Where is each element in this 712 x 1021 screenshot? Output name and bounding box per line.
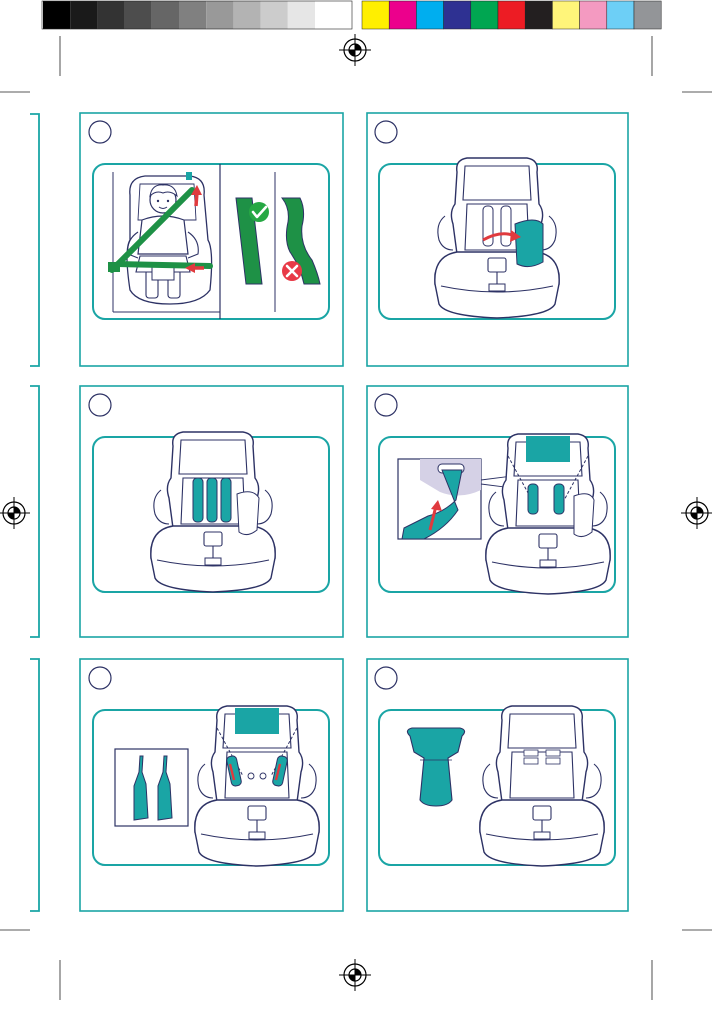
gray-swatches <box>43 1 342 29</box>
gray-swatch <box>97 1 124 29</box>
registration-mark-bottom <box>339 959 371 991</box>
color-swatch <box>580 1 607 29</box>
step-circle-icon <box>375 394 397 416</box>
color-swatch <box>552 1 579 29</box>
gray-swatch <box>125 1 152 29</box>
color-swatch <box>444 1 471 29</box>
panel-step-5 <box>80 659 343 911</box>
gray-swatch <box>43 1 70 29</box>
step-circle-icon <box>375 121 397 143</box>
gray-swatch <box>206 1 233 29</box>
gray-swatch <box>261 1 288 29</box>
gray-swatch <box>233 1 260 29</box>
registration-mark-left <box>0 497 30 529</box>
gray-swatch <box>152 1 179 29</box>
gray-swatch <box>179 1 206 29</box>
step-circle-icon <box>89 667 111 689</box>
check-icon <box>249 202 269 222</box>
color-swatch <box>416 1 443 29</box>
gray-swatch <box>288 1 315 29</box>
color-bar <box>42 1 661 29</box>
registration-mark-right <box>681 497 712 529</box>
cross-icon <box>282 261 302 281</box>
color-swatch <box>634 1 661 29</box>
color-swatch <box>525 1 552 29</box>
side-brackets <box>30 114 39 911</box>
step-circle-icon <box>89 394 111 416</box>
color-swatch <box>362 1 389 29</box>
gray-swatch <box>70 1 97 29</box>
panel-step-6 <box>367 659 628 911</box>
color-swatch <box>389 1 416 29</box>
gray-swatch <box>315 1 342 29</box>
color-swatch <box>498 1 525 29</box>
step-circle-icon <box>89 121 111 143</box>
color-swatch <box>471 1 498 29</box>
panel-step-4 <box>367 386 628 637</box>
panel-step-1 <box>80 113 343 366</box>
panel-step-3 <box>80 386 343 637</box>
color-swatches <box>362 1 661 29</box>
registration-mark-top <box>339 34 371 66</box>
panel-step-2 <box>367 113 628 366</box>
step-circle-icon <box>375 667 397 689</box>
color-swatch <box>607 1 634 29</box>
